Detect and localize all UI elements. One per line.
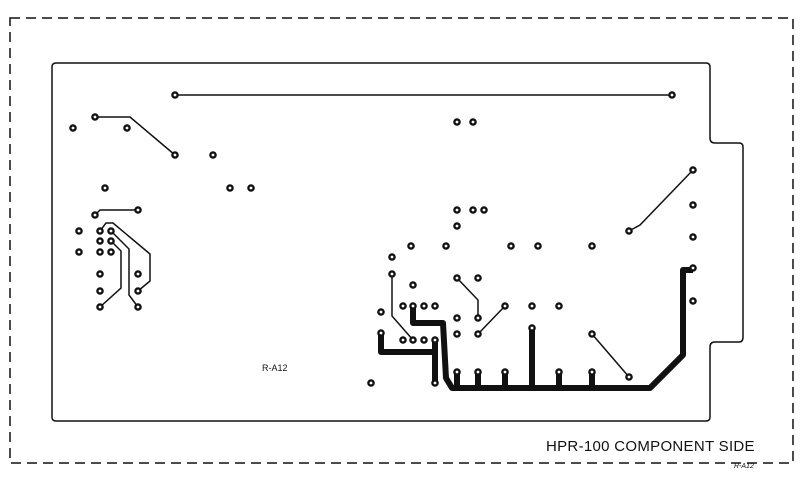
pad — [407, 242, 415, 250]
pad — [431, 379, 439, 387]
pad — [96, 248, 104, 256]
pad — [625, 227, 633, 235]
pad — [689, 201, 697, 209]
sheet-border — [9, 17, 794, 464]
pad — [668, 91, 676, 99]
pad — [453, 222, 461, 230]
pad — [388, 270, 396, 278]
pad — [689, 297, 697, 305]
pad — [134, 206, 142, 214]
thin-traces — [94, 94, 694, 378]
pad — [528, 324, 536, 332]
pad — [469, 118, 477, 126]
pad — [689, 166, 697, 174]
board-label: R-A12 — [262, 363, 288, 373]
pad — [453, 314, 461, 322]
pad — [91, 113, 99, 121]
pad — [171, 151, 179, 159]
pad — [474, 368, 482, 376]
pad — [171, 91, 179, 99]
pad — [431, 336, 439, 344]
corner-mark: R-A12 — [734, 463, 754, 470]
pad — [534, 242, 542, 250]
pad — [588, 330, 596, 338]
pad — [123, 124, 131, 132]
pad — [209, 151, 217, 159]
pad — [101, 184, 109, 192]
pad — [69, 124, 77, 132]
pad — [134, 270, 142, 278]
pad — [399, 302, 407, 310]
pad — [507, 242, 515, 250]
pad — [431, 302, 439, 310]
pad — [91, 211, 99, 219]
pad — [689, 233, 697, 241]
pad — [107, 227, 115, 235]
pad — [453, 368, 461, 376]
pad — [134, 303, 142, 311]
pad — [420, 336, 428, 344]
drawing-title: HPR-100 COMPONENT SIDE — [546, 438, 755, 455]
pad — [409, 302, 417, 310]
pad — [555, 302, 563, 310]
pad — [96, 303, 104, 311]
pad — [420, 302, 428, 310]
pad — [588, 242, 596, 250]
pad — [399, 336, 407, 344]
pad — [474, 314, 482, 322]
pad — [367, 379, 375, 387]
pad — [474, 274, 482, 282]
pad — [453, 206, 461, 214]
pad — [226, 184, 234, 192]
pad — [388, 253, 396, 261]
pad — [96, 287, 104, 295]
pad — [469, 206, 477, 214]
pad — [442, 242, 450, 250]
pad — [588, 368, 596, 376]
pad — [247, 184, 255, 192]
pad — [377, 308, 385, 316]
pad — [107, 237, 115, 245]
pads — [69, 91, 697, 387]
power-traces — [378, 267, 693, 391]
pad — [409, 281, 417, 289]
pad — [453, 118, 461, 126]
pad — [474, 330, 482, 338]
pad — [480, 206, 488, 214]
pad — [453, 330, 461, 338]
pad — [625, 373, 633, 381]
pad — [107, 248, 115, 256]
pad — [501, 302, 509, 310]
pad — [75, 248, 83, 256]
pad — [96, 227, 104, 235]
pad — [96, 270, 104, 278]
pad — [528, 302, 536, 310]
pad — [555, 368, 563, 376]
pad — [75, 227, 83, 235]
pad — [134, 287, 142, 295]
pad — [377, 329, 385, 337]
pad — [453, 274, 461, 282]
pad — [409, 336, 417, 344]
pad — [501, 368, 509, 376]
pad — [96, 237, 104, 245]
pad — [689, 264, 697, 272]
board-outline — [51, 62, 744, 422]
